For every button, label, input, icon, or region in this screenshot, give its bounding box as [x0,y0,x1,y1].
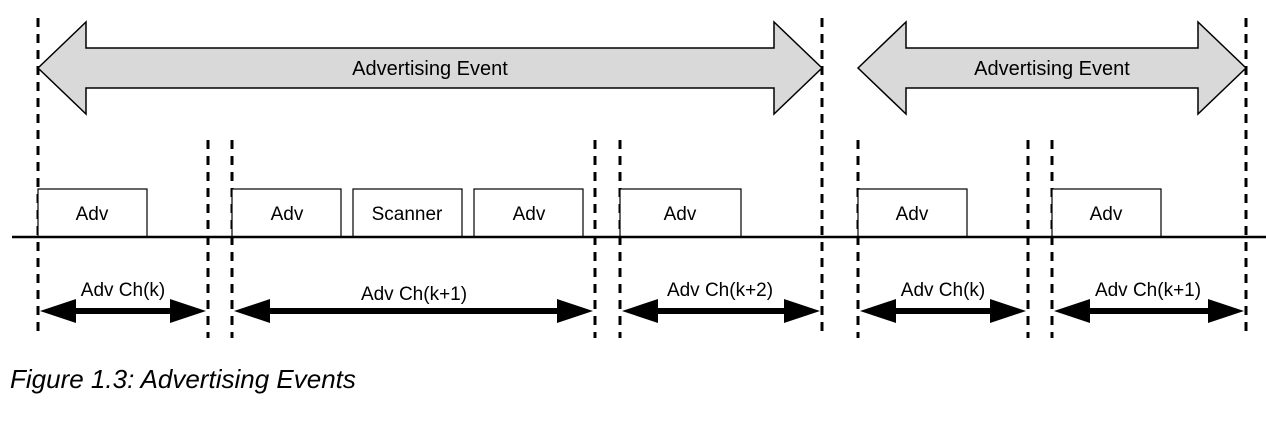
channel-label: Adv Ch(k) [901,280,985,301]
channel-label: Adv Ch(k+1) [1095,280,1201,301]
channel-label: Adv Ch(k+1) [361,284,467,305]
channel-arrows [40,299,1244,323]
packet-box [1051,188,1162,238]
figure-caption: Figure 1.3: Advertising Events [10,364,356,394]
packet-box [37,188,148,238]
packets [37,188,1162,238]
advertising-events-diagram: Advertising Event Advertising Event Adv … [12,18,1266,338]
advertising-event-label: Advertising Event [352,58,508,80]
packet-label: Adv [513,204,546,225]
advertising-event-label: Advertising Event [974,58,1130,80]
channel-arrow [234,299,593,323]
packet-label: Adv [271,204,304,225]
packet-label: Adv [664,204,697,225]
channel-arrow [622,299,820,323]
channel-arrow [860,299,1026,323]
advertising-event-arrow [856,20,1248,116]
packet-label: Adv [896,204,929,225]
packet-box [619,188,742,238]
packet-box [857,188,968,238]
boundary-lines [36,18,1248,338]
channel-label: Adv Ch(k+2) [667,280,773,301]
channel-label: Adv Ch(k) [81,280,165,301]
packet-label: Adv [76,204,109,225]
packet-label: Adv [1090,204,1123,225]
packet-label: Scanner [372,204,443,225]
channel-arrow [1054,299,1244,323]
channel-arrow [40,299,206,323]
advertising-event-arrow [36,20,824,116]
